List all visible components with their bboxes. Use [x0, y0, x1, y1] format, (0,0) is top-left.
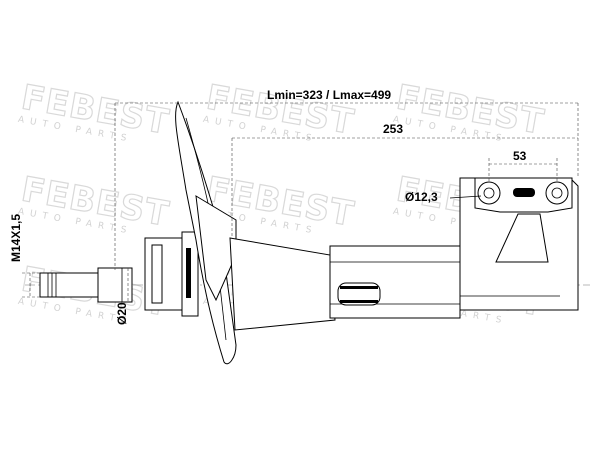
strut-body — [229, 237, 461, 331]
dimension-lines — [22, 102, 579, 302]
stud-body — [39, 272, 99, 298]
bracket-hole-2 — [545, 181, 569, 205]
dim-length-label: Lmin=323 / Lmax=499 — [267, 88, 391, 102]
strut-tube — [329, 245, 461, 319]
rod-section — [97, 267, 133, 303]
dim-hole-diameter-label: Ø12,3 — [405, 190, 438, 204]
strut-cone — [229, 237, 336, 331]
dim-rod-diameter-label: Ø20 — [115, 302, 129, 325]
mount-seal — [186, 248, 191, 298]
knuckle-bracket — [459, 177, 579, 311]
watermark-4: FEBEST AUTO PARTS — [17, 169, 173, 237]
spring-seat — [175, 100, 237, 365]
watermark-3: FEBEST AUTO PARTS — [392, 77, 548, 145]
dim-body-length-label: 253 — [383, 122, 403, 136]
threaded-stud — [39, 267, 133, 303]
bracket-hole-1 — [477, 181, 501, 205]
dim-thread-label: M14X1,5 — [9, 214, 23, 262]
watermark-1: FEBEST AUTO PARTS — [17, 77, 173, 145]
dim-bracket-spacing-label: 53 — [513, 149, 527, 163]
bracket-slot — [513, 188, 535, 197]
top-mount — [144, 231, 199, 317]
